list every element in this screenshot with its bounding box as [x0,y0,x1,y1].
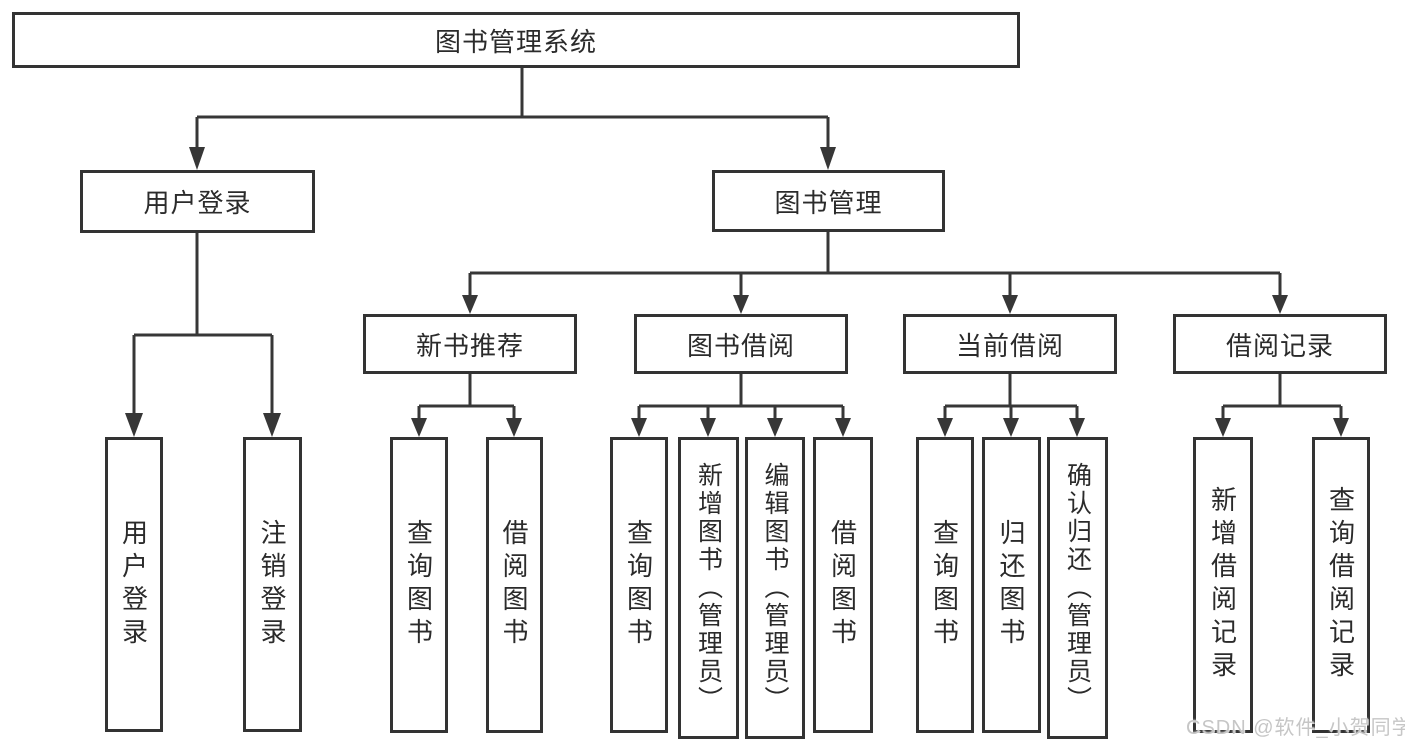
leaf-borrow-books-recommend: 借阅图书 [486,437,543,733]
leaf-add-borrow-record: 新增借阅记录 [1193,437,1253,733]
leaf-confirm-return-admin: 确认归还（管理员） [1047,437,1108,739]
connector-user-login-children [125,233,281,437]
leaf-edit-books-admin: 编辑图书（管理员） [745,437,805,739]
leaf-query-borrow-record: 查询借阅记录 [1312,437,1370,733]
connector-book-borrowing-children [631,373,851,437]
node-current-borrowing: 当前借阅 [903,314,1117,374]
node-root: 图书管理系统 [12,12,1020,68]
leaf-logout: 注销登录 [243,437,302,732]
node-user-login: 用户登录 [80,170,315,233]
leaf-user-login: 用户登录 [105,437,163,732]
connector-book-management-to-level3 [462,232,1288,314]
leaf-add-books-admin: 新增图书（管理员） [678,437,739,739]
connector-new-book-recommend-children [411,373,522,437]
node-borrowing-records: 借阅记录 [1173,314,1387,374]
connector-root-to-level2 [189,68,836,170]
connector-borrowing-records-children [1215,373,1349,437]
leaf-return-books: 归还图书 [982,437,1041,733]
node-book-management: 图书管理 [712,170,945,232]
leaf-query-books-borrowing: 查询图书 [610,437,668,733]
leaf-query-books-recommend: 查询图书 [390,437,448,733]
connector-current-borrowing-children [937,373,1085,437]
node-book-borrowing: 图书借阅 [634,314,848,374]
node-new-book-recommend: 新书推荐 [363,314,577,374]
watermark: CSDN @软件_小贺同学 [1186,717,1405,739]
leaf-borrow-books-borrowing: 借阅图书 [813,437,873,733]
leaf-query-books-current: 查询图书 [916,437,974,733]
